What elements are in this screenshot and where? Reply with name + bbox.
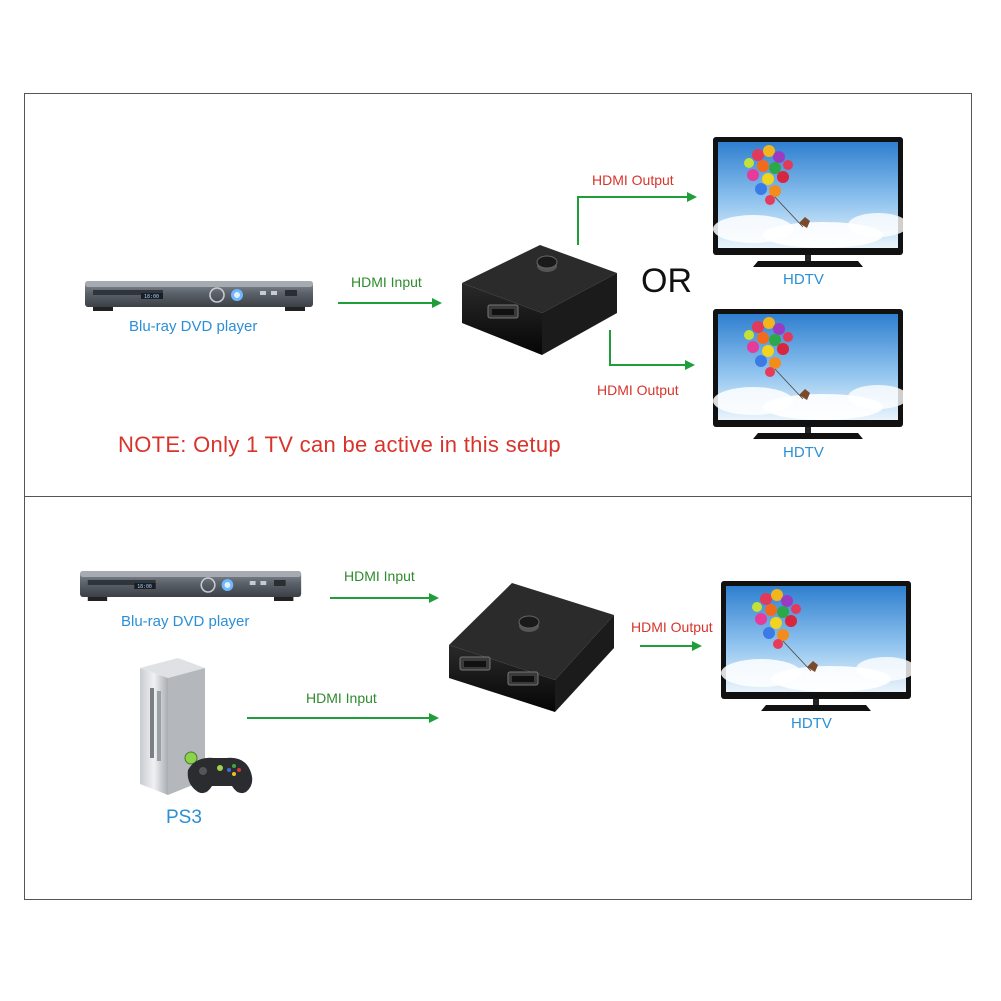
dvd-player-label: Blu-ray DVD player xyxy=(129,318,258,335)
hdmi-input-label-2: HDMI Input xyxy=(306,690,377,706)
hdtv-icon-1 xyxy=(712,136,909,268)
controller-icon xyxy=(187,757,253,794)
hdmi-output-label-1: HDMI Output xyxy=(592,172,674,188)
output-arrow-1 xyxy=(577,192,697,245)
hdtv-icon-2 xyxy=(712,308,909,440)
game-console-icon xyxy=(140,658,205,795)
hdmi-switch-icon xyxy=(462,245,617,355)
hdtv-label: HDTV xyxy=(791,715,832,732)
or-label: OR xyxy=(641,262,692,300)
console-label: PS3 xyxy=(166,807,202,828)
hdmi-output-label-2: HDMI Output xyxy=(597,382,679,398)
hdmi-input-label-1: HDMI Input xyxy=(344,568,415,584)
hdmi-output-label: HDMI Output xyxy=(631,619,713,635)
hdtv-label-1: HDTV xyxy=(783,271,824,288)
hdtv-icon-bottom xyxy=(720,580,917,712)
hdtv-label-2: HDTV xyxy=(783,444,824,461)
hdmi-input-label: HDMI Input xyxy=(351,274,422,290)
hdmi-switch-icon-bottom xyxy=(449,583,614,712)
dvd-player-icon-bottom xyxy=(79,570,302,602)
output-arrow-2 xyxy=(609,330,695,370)
dvd-player-label-bottom: Blu-ray DVD player xyxy=(121,613,250,630)
note-text: NOTE: Only 1 TV can be active in this se… xyxy=(118,432,561,457)
dvd-player-icon xyxy=(84,280,314,312)
